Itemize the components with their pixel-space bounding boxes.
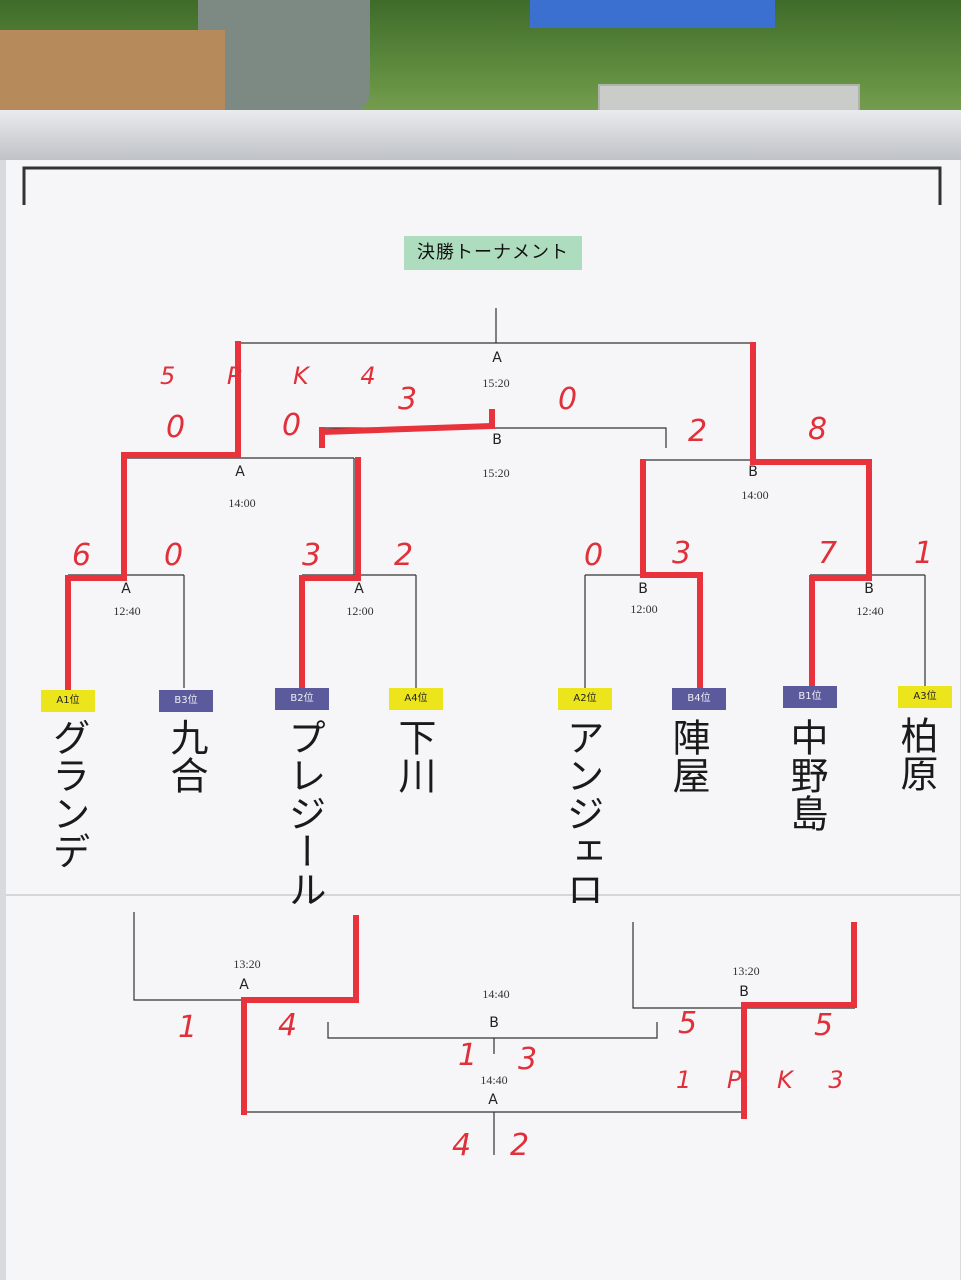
third-match-label: B	[492, 432, 502, 448]
score: 8	[808, 412, 828, 447]
lower-a-label: A	[239, 977, 249, 993]
score: 0	[164, 538, 184, 573]
lower-final-label: A	[488, 1092, 498, 1108]
seed-badge: B4位	[672, 688, 726, 710]
score: 3	[302, 538, 322, 573]
team-name: 下川	[392, 718, 436, 794]
score: 4	[278, 1008, 298, 1043]
score: 0	[558, 382, 578, 417]
r1-match2-label: A	[354, 581, 364, 597]
lower-pk-score: 1 P K 3	[676, 1066, 858, 1094]
team-name: 陣屋	[666, 718, 710, 794]
score: 2	[394, 538, 414, 573]
seed-badge: B1位	[783, 686, 837, 708]
r1-match3-time: 12:00	[630, 602, 658, 616]
score: 0	[282, 408, 302, 443]
seed-badge: A2位	[558, 688, 612, 710]
r1-match2-time: 12:00	[346, 604, 374, 618]
seed-badge: B3位	[159, 690, 213, 712]
score: 3	[398, 382, 418, 417]
team-name: プレジール	[282, 718, 326, 908]
score: 1	[178, 1010, 198, 1045]
seed-badge: B2位	[275, 688, 329, 710]
third-match-time: 15:20	[482, 466, 510, 480]
lower-a-time: 13:20	[233, 957, 261, 971]
seed-badge: A3位	[898, 686, 952, 708]
r1-match3-label: B	[638, 581, 648, 597]
score: 4	[452, 1128, 472, 1163]
r1-match1-label: A	[121, 581, 131, 597]
team-name: アンジェロ	[560, 718, 604, 908]
tournament-title: 決勝トーナメント	[404, 236, 582, 270]
team-name: 中野島	[784, 718, 828, 832]
wooden-table	[0, 30, 225, 115]
score: 7	[818, 536, 838, 571]
score: 0	[584, 538, 604, 573]
score: 2	[510, 1128, 530, 1163]
score: 5	[678, 1006, 698, 1041]
r1-match1-time: 12:40	[113, 604, 141, 618]
lower-mid-time: 14:40	[482, 987, 510, 1001]
score: 1	[914, 536, 934, 571]
final-pk-score: 5 P K 4	[160, 362, 398, 390]
semi2-label: B	[748, 464, 758, 480]
score: 6	[72, 538, 92, 573]
team-name: 九合	[164, 718, 208, 794]
final-match-time: 15:20	[482, 376, 510, 390]
blue-tarp	[530, 0, 775, 28]
bracket-sheet	[6, 160, 960, 1280]
semi1-label: A	[235, 464, 245, 480]
semi1-time: 14:00	[228, 496, 256, 510]
team-name: グランデ	[46, 718, 90, 870]
seed-badge: A1位	[41, 690, 95, 712]
score: 3	[518, 1042, 538, 1077]
score: 1	[458, 1038, 478, 1073]
score: 0	[166, 410, 186, 445]
r1-match4-label: B	[864, 581, 874, 597]
r1-match4-time: 12:40	[856, 604, 884, 618]
team-name: 柏原	[894, 716, 938, 792]
lower-b-label: B	[739, 984, 749, 1000]
score: 2	[688, 414, 708, 449]
score: 5	[814, 1008, 834, 1043]
person-legs	[198, 0, 370, 112]
final-match-label: A	[492, 350, 502, 366]
score: 3	[672, 536, 692, 571]
lower-b-time: 13:20	[732, 964, 760, 978]
semi2-time: 14:00	[741, 488, 769, 502]
lower-mid-label: B	[489, 1015, 499, 1031]
seed-badge: A4位	[389, 688, 443, 710]
lower-final-time: 14:40	[480, 1073, 508, 1087]
whiteboard-rail	[0, 110, 961, 160]
